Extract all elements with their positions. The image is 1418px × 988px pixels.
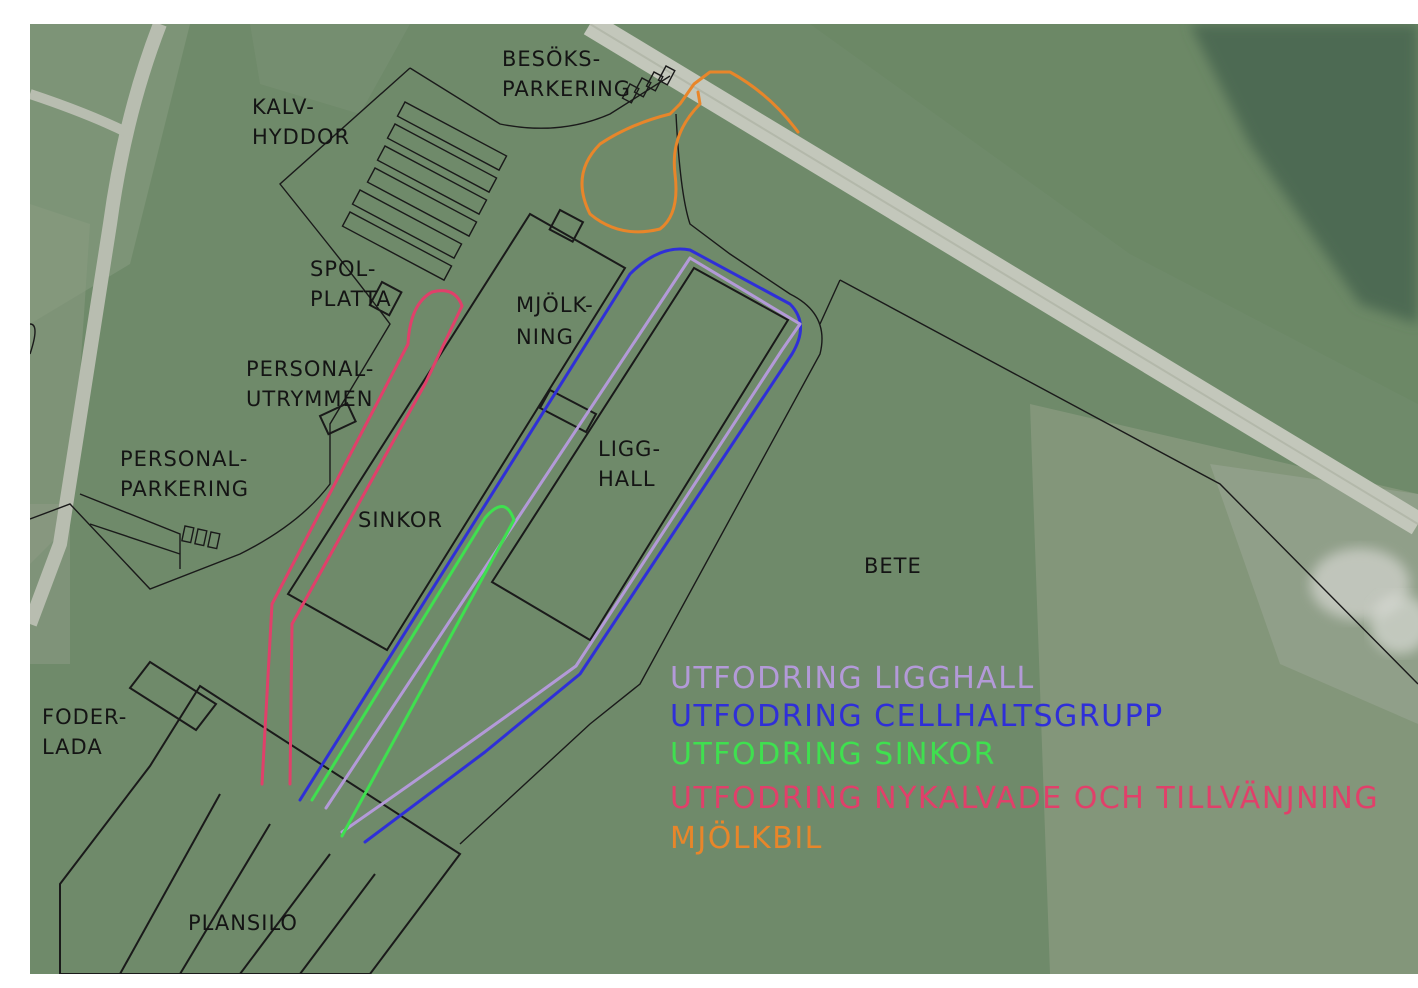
label-mjolk-2: NING [516,325,574,349]
milking-dry-cow-barn [286,212,627,652]
label-besoks-1: BESÖKS- [502,46,601,71]
legend-mjolkbil: MJÖLKBIL [670,820,823,856]
dry-cow-route [310,505,516,838]
label-plansilo: PLANSILO [188,911,298,935]
legend-ligghall: UTFODRING LIGGHALL [670,661,1035,696]
label-personal-u-1: PERSONAL- [246,357,374,381]
label-spol-1: SPOL- [310,257,376,281]
label-kalv-2: HYDDOR [252,125,350,149]
site-plan-frame: BESÖKS- PARKERING KALV- HYDDOR SPOL- PLA… [30,24,1418,974]
feeding-routes [260,70,802,844]
building-outlines [30,65,1418,974]
site-plan-map: BESÖKS- PARKERING KALV- HYDDOR SPOL- PLA… [30,24,1418,974]
label-personal-u-2: UTRYMMEN [246,387,374,411]
label-mjolk-1: MJÖLK- [516,292,594,317]
cell-count-group-route [298,247,802,844]
label-foder-1: FODER- [42,705,127,729]
label-ligg-2: HALL [598,467,656,491]
freestall-route [324,256,802,834]
calf-hutches [341,101,508,282]
freestall-barn [490,266,790,642]
milk-truck-route [580,70,800,234]
label-personal-p-1: PERSONAL- [120,447,248,471]
connecting-passage [538,388,598,434]
legend-sinkor: UTFODRING SINKOR [670,737,996,772]
label-besoks-2: PARKERING [502,77,631,101]
label-bete: BETE [864,554,922,578]
label-kalv-1: KALV- [252,95,315,119]
label-ligg-1: LIGG- [598,437,661,461]
map-labels: BESÖKS- PARKERING KALV- HYDDOR SPOL- PLA… [42,46,922,935]
staff-parking-spaces [181,525,221,550]
label-spol-2: PLATTA [310,287,392,311]
feed-barn [128,660,218,732]
label-personal-p-2: PARKERING [120,477,249,501]
legend-nykalvade: UTFODRING NYKALVADE OCH TILLVÄNJNING [670,780,1379,816]
wash-pad [368,280,403,317]
visitor-parking-spaces [621,65,676,104]
label-foder-2: LADA [42,735,103,759]
barn-annex [548,208,585,243]
roads [30,24,1418,627]
route-legend: UTFODRING LIGGHALL UTFODRING CELLHALTSGR… [670,661,1379,856]
newly-calved-route [260,289,464,786]
bunker-silo [59,684,462,974]
label-sinkor: SINKOR [358,508,443,532]
legend-cellhaltsgrupp: UTFODRING CELLHALTSGRUPP [670,699,1164,734]
aerial-background [30,24,1418,974]
staff-room [318,401,357,436]
